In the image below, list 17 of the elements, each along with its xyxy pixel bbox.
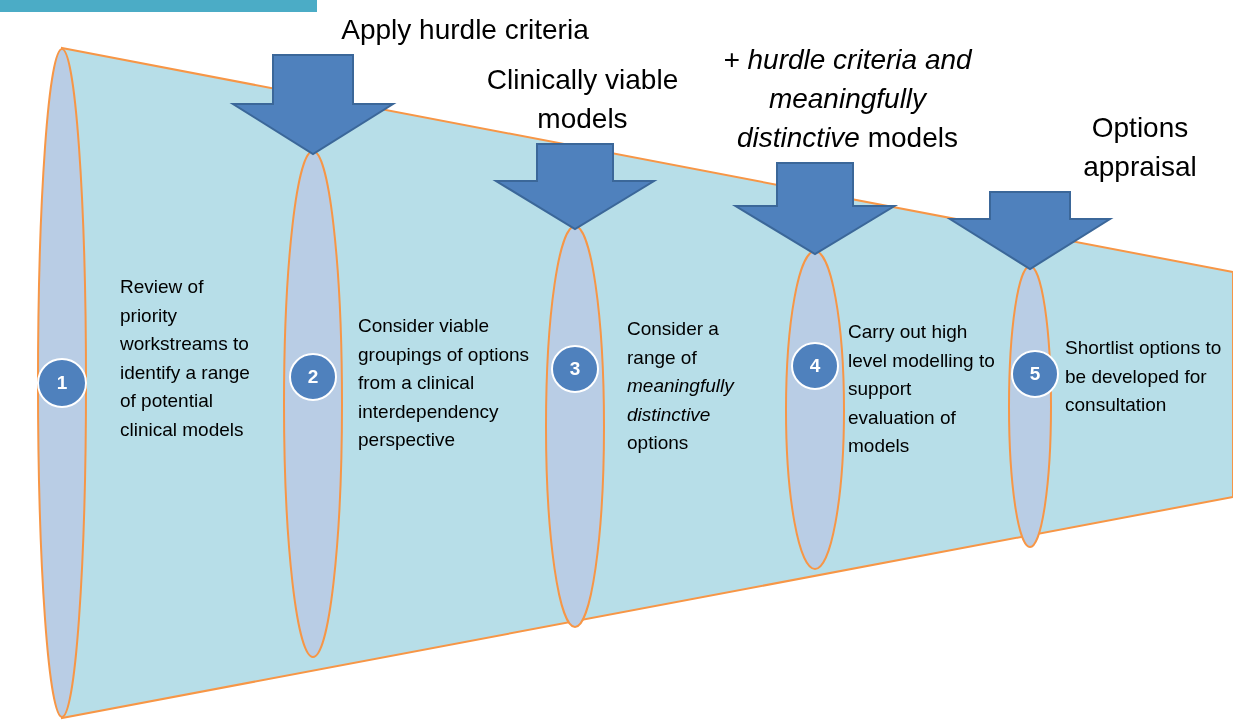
stage-heading: Clinically viable models (465, 60, 700, 138)
step-description: Review of priority workstreams to identify a range of potential clinical models (120, 275, 250, 442)
block-arrow (229, 54, 397, 156)
stage-ellipse (283, 150, 343, 658)
step-description: Shortlist options to be developed for consultation (1065, 336, 1223, 417)
block-arrow (731, 162, 899, 256)
step-description: Consider viable groupings of options from a clinical interdependency perspective (358, 314, 530, 452)
step-description: Carry out high level modelling to support evaluation of models (848, 320, 996, 458)
stage-heading: Options appraisal (1060, 108, 1220, 186)
stage-ellipse (785, 250, 845, 570)
stage-ellipse (37, 48, 87, 718)
stage-heading: + hurdle criteria and meaningfully distinctive models (715, 40, 980, 157)
stage-ellipse (545, 225, 605, 628)
stage-heading: Apply hurdle criteria (300, 10, 630, 49)
block-arrow (946, 191, 1114, 271)
step-description: Consider a range of meaningfully distinctive options (627, 317, 736, 455)
block-arrow (492, 143, 658, 231)
